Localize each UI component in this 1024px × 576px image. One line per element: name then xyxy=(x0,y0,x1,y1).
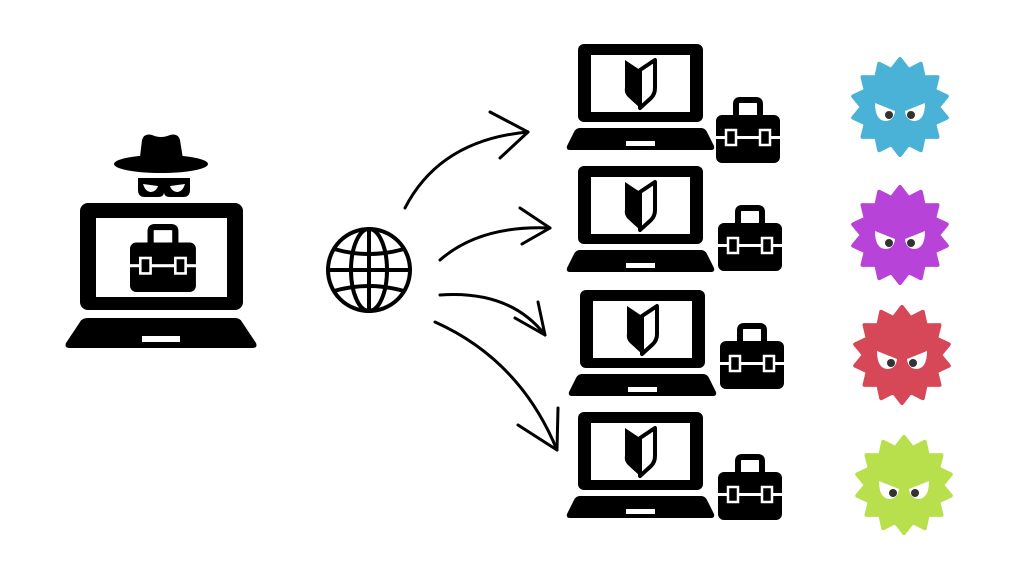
virus-icon xyxy=(851,57,949,157)
virus-body xyxy=(851,185,949,285)
toolbox-icon xyxy=(718,208,782,271)
virus-icon xyxy=(851,185,949,285)
laptop-icon xyxy=(564,164,717,274)
laptop-icon xyxy=(564,410,717,520)
spy-hat-icon xyxy=(114,134,208,173)
victim-3 xyxy=(566,288,784,398)
virus-body xyxy=(855,435,953,535)
arrow-to-victim-2 xyxy=(438,206,552,262)
virus-icon xyxy=(853,305,951,405)
toolbox-icon xyxy=(718,457,782,520)
laptop-icon xyxy=(564,42,717,152)
arrow-to-victim-1 xyxy=(403,110,530,210)
virus-icon xyxy=(855,435,953,535)
arrow-to-victim-3 xyxy=(438,293,547,337)
attacker xyxy=(65,134,257,348)
globe-icon xyxy=(326,227,412,313)
toolbox-icon xyxy=(716,100,780,163)
virus-body xyxy=(853,305,951,405)
toolbox-icon xyxy=(720,326,784,389)
victim-2 xyxy=(564,164,782,274)
victim-1 xyxy=(564,42,780,163)
victim-4 xyxy=(564,410,782,520)
arrow-to-victim-4 xyxy=(433,320,560,452)
virus-body xyxy=(851,57,949,157)
laptop-icon xyxy=(566,288,719,398)
mask-icon xyxy=(138,178,190,197)
